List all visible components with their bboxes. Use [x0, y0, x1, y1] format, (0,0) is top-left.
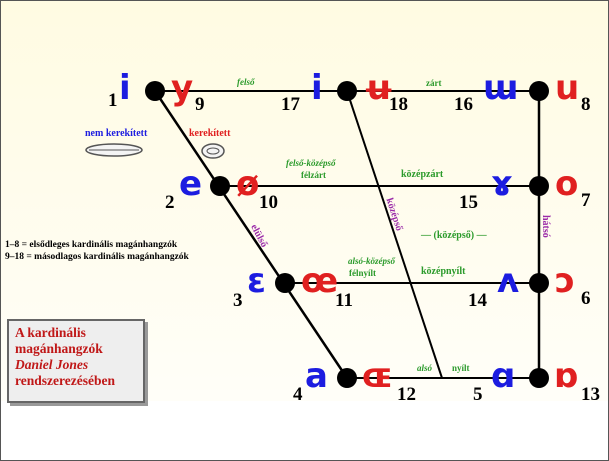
label-felnyilt: félnyílt — [349, 268, 376, 278]
vowel-number-5: 5 — [473, 384, 483, 405]
vowel-number-12: 12 — [397, 384, 416, 405]
vowel-symbol-7: o — [555, 164, 579, 204]
vowel-symbol-4: a — [305, 356, 328, 396]
dot-v2 — [210, 176, 230, 196]
vowel-number-17: 17 — [281, 94, 300, 115]
vowel-symbol-1: i — [119, 68, 131, 108]
label-kozepso: — (középső) — — [421, 230, 487, 241]
note-secondary: 9–18 = másodlagos kardinális magánhangzó… — [5, 252, 189, 262]
vowel-number-7: 7 — [581, 190, 591, 211]
vowel-number-13: 13 — [581, 384, 600, 405]
vowel-symbol-16: ɯ — [483, 68, 519, 108]
vowel-number-8: 8 — [581, 94, 591, 115]
dot-v4 — [337, 368, 357, 388]
vowel-symbol-12: ɶ — [362, 356, 393, 396]
vowel-number-15: 15 — [459, 192, 478, 213]
vowel-number-10: 10 — [259, 192, 278, 213]
vowel-number-11: 11 — [335, 290, 353, 311]
central-line — [346, 90, 443, 379]
vowel-number-16: 16 — [454, 94, 473, 115]
title-line-2: magánhangzók — [15, 341, 103, 356]
label-zart-right: zárt — [426, 78, 442, 88]
label-zart-left: felső — [237, 77, 255, 87]
label-rounded: kerekített — [189, 128, 231, 139]
dot-v8 — [529, 81, 549, 101]
dot-v3 — [275, 273, 295, 293]
label-unrounded: nem kerekített — [85, 128, 148, 139]
rounded-lips-icon — [201, 143, 225, 159]
vowel-symbol-2: e — [179, 164, 203, 204]
label-also: alsó — [417, 363, 433, 373]
dot-v7 — [529, 176, 549, 196]
vowel-number-2: 2 — [165, 192, 175, 213]
label-hatso: hátsó — [540, 215, 551, 238]
title-line-4: rendszerezésében — [15, 373, 115, 388]
lip-shapes-icon — [85, 143, 225, 159]
vowel-number-1: 1 — [108, 90, 118, 111]
dot-v17 — [337, 81, 357, 101]
title-line-1: A kardinális — [15, 325, 86, 340]
front-edge-line — [153, 90, 349, 379]
title-line-3: Daniel Jones — [15, 357, 89, 372]
vowel-symbol-6: ɔ — [555, 261, 576, 301]
vowel-number-14: 14 — [468, 290, 487, 311]
vowel-number-4: 4 — [293, 384, 303, 405]
vowel-symbol-17: i — [311, 68, 323, 108]
vowel-symbol-15: ɤ — [491, 164, 513, 204]
vowel-symbol-10: ø — [236, 164, 260, 204]
label-also-kozepso: alsó-középső — [348, 256, 395, 266]
vowel-number-18: 18 — [389, 94, 408, 115]
label-felso-kozepso: felső-középső — [286, 158, 336, 168]
vowel-symbol-3: ɛ — [247, 261, 266, 301]
label-kozepnyilt: középnyílt — [421, 266, 466, 277]
dot-v6 — [529, 273, 549, 293]
label-nyilt: nyílt — [452, 363, 470, 373]
label-kozepzart: középzárt — [401, 169, 444, 180]
dot-v5 — [529, 368, 549, 388]
vowel-symbol-18: ʉ — [363, 68, 395, 108]
note-primary: 1–8 = elsődleges kardinális magánhangzók — [5, 240, 178, 250]
vowel-symbol-14: ʌ — [497, 261, 520, 301]
vowel-number-6: 6 — [581, 288, 591, 309]
vowel-number-3: 3 — [233, 290, 243, 311]
vowel-symbol-9: y — [171, 68, 194, 108]
dot-v1 — [145, 81, 165, 101]
vowel-symbol-13: ɒ — [554, 356, 579, 396]
vowel-symbol-5: ɑ — [491, 356, 516, 396]
vowel-symbol-11: œ — [301, 261, 339, 301]
label-felzart: félzárt — [301, 170, 326, 180]
vowel-number-9: 9 — [195, 94, 205, 115]
title-box: A kardinális magánhangzók Daniel Jones r… — [7, 319, 145, 403]
vowel-symbol-8: u — [555, 68, 580, 108]
